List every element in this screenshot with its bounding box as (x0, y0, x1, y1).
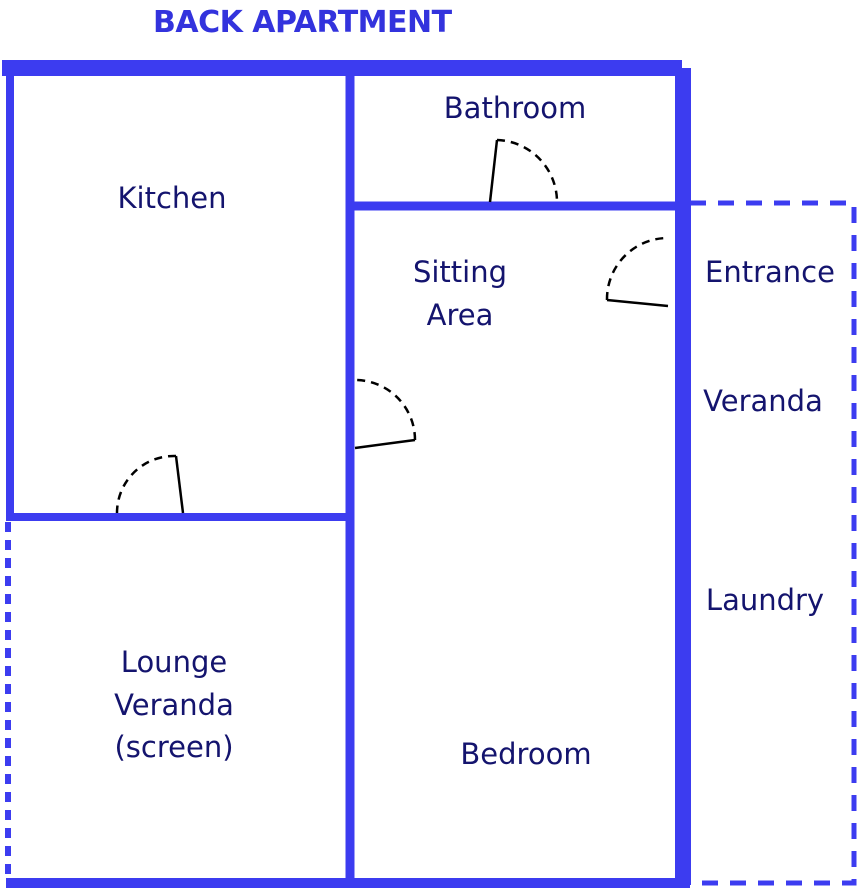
bathroom-door (488, 138, 559, 203)
walls (2, 60, 691, 888)
kitchen-door (115, 454, 185, 514)
entrance-door (605, 236, 669, 308)
lounge-veranda-label-line2: Veranda (114, 688, 234, 722)
open-areas (5, 200, 857, 886)
sitting-area-label-line2: Area (427, 298, 494, 332)
sitting-area-door (354, 378, 417, 450)
entrance-label: Entrance (705, 255, 835, 289)
plan-title: BACK APARTMENT (153, 5, 453, 40)
lounge-veranda-label-line3: (screen) (114, 730, 233, 764)
lounge-veranda-label-line1: Lounge (121, 645, 227, 679)
laundry-label: Laundry (706, 583, 824, 617)
bathroom-label: Bathroom (444, 91, 586, 125)
bedroom-label: Bedroom (460, 737, 591, 771)
kitchen-label: Kitchen (118, 181, 227, 215)
veranda-label: Veranda (703, 384, 823, 418)
doors (115, 138, 669, 514)
room-labels: Kitchen Bathroom Sitting Area Lounge Ver… (114, 91, 835, 771)
sitting-area-label-line1: Sitting (413, 255, 507, 289)
veranda-outline (690, 200, 857, 886)
